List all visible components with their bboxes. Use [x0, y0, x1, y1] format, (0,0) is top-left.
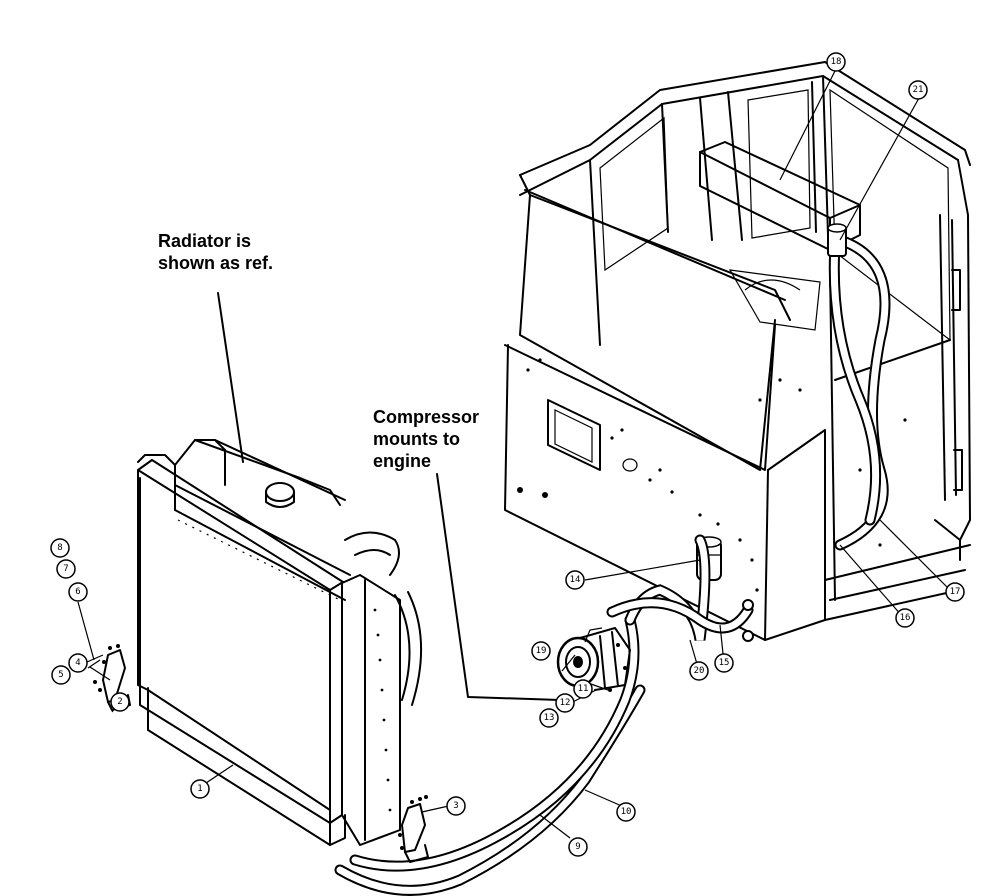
svg-text:8: 8: [57, 543, 62, 553]
callout-5: 5: [51, 665, 71, 685]
callout-10: 10: [616, 802, 636, 822]
callout-3: 3: [446, 796, 466, 816]
callout-12: 12: [555, 693, 575, 713]
svg-text:15: 15: [719, 658, 730, 668]
callout-6: 6: [68, 582, 88, 602]
svg-text:19: 19: [536, 646, 547, 656]
callout-17: 17: [945, 582, 965, 602]
radiator: [137, 439, 423, 846]
callout-14: 14: [565, 570, 585, 590]
callout-7: 7: [56, 559, 76, 579]
callout-16: 16: [895, 608, 915, 628]
svg-text:12: 12: [560, 698, 571, 708]
svg-text:3: 3: [453, 801, 458, 811]
svg-text:6: 6: [75, 587, 80, 597]
compressor-note: Compressor mounts to engine: [373, 407, 480, 471]
callout-19: 19: [531, 641, 551, 661]
radiator-note: Radiator is shown as ref.: [158, 231, 274, 273]
callout-11: 11: [573, 679, 593, 699]
svg-text:9: 9: [575, 842, 580, 852]
svg-text:17: 17: [950, 587, 961, 597]
svg-text:7: 7: [63, 564, 68, 574]
svg-text:14: 14: [570, 575, 581, 585]
hoses: [334, 534, 754, 896]
callout-8: 8: [50, 538, 70, 558]
svg-text:18: 18: [831, 57, 842, 67]
svg-text:4: 4: [75, 658, 80, 668]
svg-text:2: 2: [117, 697, 122, 707]
fitting-21: [827, 223, 847, 257]
callout-13: 13: [539, 708, 559, 728]
callout-4: 4: [68, 653, 88, 673]
callout-1: 1: [190, 779, 210, 799]
svg-text:10: 10: [621, 807, 632, 817]
cab-enclosure: [504, 61, 971, 641]
bracket-right: [398, 795, 429, 863]
callout-2: 2: [110, 692, 130, 712]
svg-text:1: 1: [197, 784, 202, 794]
svg-text:21: 21: [913, 85, 924, 95]
leader-lines: [77, 64, 953, 839]
svg-text:11: 11: [578, 684, 589, 694]
callout-15: 15: [714, 653, 734, 673]
compressor-19: [556, 627, 631, 692]
svg-text:16: 16: [900, 613, 911, 623]
svg-text:5: 5: [58, 670, 63, 680]
svg-text:20: 20: [694, 666, 705, 676]
callout-9: 9: [568, 837, 588, 857]
callout-21: 21: [908, 80, 928, 100]
callout-18: 18: [826, 52, 846, 72]
callout-20: 20: [689, 661, 709, 681]
cab-hose-loop: [828, 234, 891, 551]
svg-text:13: 13: [544, 713, 555, 723]
